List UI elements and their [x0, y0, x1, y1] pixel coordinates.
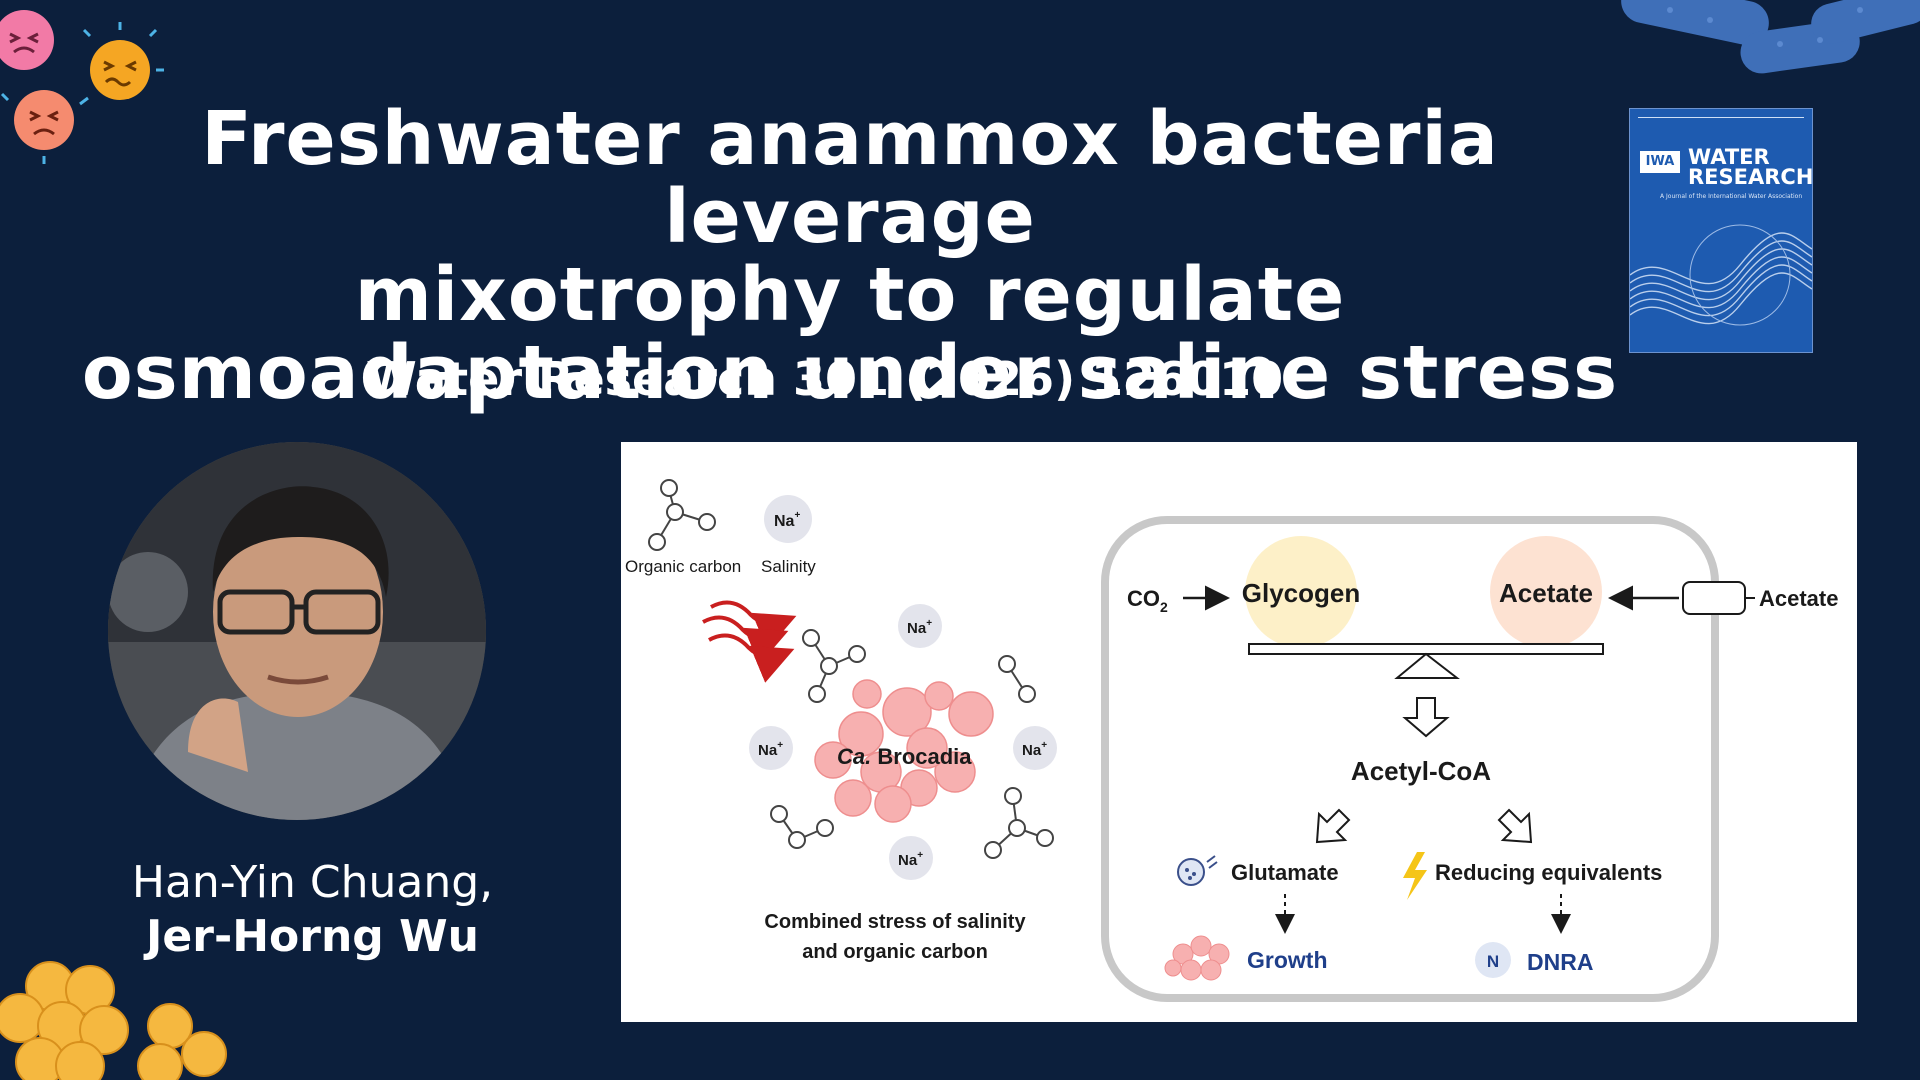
- brocadia-cell-cluster-icon: [814, 679, 994, 823]
- nitrogen-badge-icon: N: [1475, 942, 1511, 978]
- acetate-bubble: [1490, 536, 1602, 648]
- acetate-inside-label: Acetate: [1499, 578, 1593, 608]
- author-first: Han-Yin Chuang,: [131, 857, 494, 908]
- reducing-equivalents-label: Reducing equivalents: [1435, 860, 1662, 885]
- page-title: Freshwater anammox bacteria leverage mix…: [80, 100, 1620, 412]
- coral-bacteria-face-icon: [0, 90, 89, 164]
- stress-caption-line-1: Combined stress of salinity: [764, 911, 1026, 933]
- cover-divider: [1638, 117, 1804, 118]
- cover-name-line-1: WATER: [1688, 145, 1770, 169]
- acetate-transporter-icon: [1682, 581, 1746, 615]
- svg-text:N: N: [1487, 952, 1499, 971]
- journal-cover-image: IWA WATER RESEARCH A Journal of the Inte…: [1629, 108, 1813, 353]
- branch-arrow-left-icon: [1315, 808, 1351, 844]
- orange-bacteria-face-icon: [82, 22, 164, 100]
- journal-citation: Water Research 301 (2026) 126010: [366, 352, 1284, 406]
- cover-name-line-2: RESEARCH: [1688, 165, 1813, 189]
- stress-arrows-icon: [702, 600, 797, 683]
- glutamate-label: Glutamate: [1231, 860, 1339, 885]
- organism-name: Ca. Brocadia: [837, 744, 972, 769]
- growth-label: Growth: [1247, 947, 1328, 973]
- author-portrait-graphic: [108, 442, 486, 820]
- bacteria-decoration-top-right: [1621, 0, 1920, 74]
- salinity-label: Salinity: [761, 557, 816, 576]
- svg-text:Na+: Na+: [758, 740, 783, 759]
- coccus-cluster-icon: [0, 961, 227, 1080]
- cover-wave-graphic: [1630, 224, 1812, 326]
- svg-text:Na+: Na+: [1022, 740, 1047, 759]
- organic-carbon-molecule-icon: [770, 805, 834, 849]
- rod-bacteria-icon: [1621, 0, 1920, 74]
- co2-label: CO2: [1127, 586, 1168, 615]
- na-ion-icon: Na+: [1013, 726, 1057, 770]
- organic-carbon-molecule-icon: [984, 787, 1054, 859]
- balance-fulcrum-icon: [1394, 652, 1460, 679]
- cover-journal-name: WATER RESEARCH: [1688, 145, 1813, 189]
- na-ion-icon: Na+: [889, 836, 933, 880]
- balance-beam-icon: [1248, 643, 1604, 655]
- down-arrow-icon: [1402, 697, 1450, 738]
- dnra-label: DNRA: [1527, 949, 1593, 975]
- svg-text:Na+: Na+: [898, 850, 923, 869]
- author-second: Jer-Horng Wu: [146, 911, 479, 962]
- branch-arrow-right-icon: [1497, 808, 1533, 844]
- na-ion-icon: Na+: [749, 726, 793, 770]
- title-line-1: Freshwater anammox bacteria leverage: [201, 96, 1499, 260]
- na-ion-icon: Na+: [898, 604, 942, 648]
- lightning-icon: [1403, 852, 1427, 900]
- pink-bacteria-face-icon: [0, 10, 54, 70]
- organic-carbon-molecule-icon: [998, 655, 1036, 703]
- growth-cells-icon: [1164, 935, 1230, 981]
- bacteria-decoration-bottom-left: [0, 961, 227, 1080]
- bacteria-decoration-top-left: [0, 10, 164, 164]
- glycogen-label: Glycogen: [1242, 578, 1360, 608]
- acetyl-coa-label: Acetyl-CoA: [1351, 756, 1491, 786]
- graphical-abstract-svg: Organic carbon Na+ Salinity: [625, 479, 1838, 1002]
- glutamate-icon: [1177, 855, 1218, 886]
- acetate-outside-label: Acetate: [1759, 586, 1838, 611]
- author-names: Han-Yin Chuang, Jer-Horng Wu: [80, 856, 545, 964]
- svg-text:Na+: Na+: [907, 618, 932, 637]
- title-line-3: osmoadaptation under saline stress: [81, 330, 1619, 416]
- organic-carbon-molecule-icon: [802, 629, 866, 703]
- title-line-2: mixotrophy to regulate: [354, 252, 1346, 338]
- stress-caption-line-2: and organic carbon: [802, 941, 988, 963]
- salinity-na-ion-icon: Na+: [764, 495, 812, 543]
- cover-subtitle: A Journal of the International Water Ass…: [1660, 193, 1803, 200]
- glycogen-bubble: [1245, 536, 1357, 648]
- svg-text:Na+: Na+: [774, 510, 800, 530]
- organic-carbon-molecule-icon: [648, 479, 716, 551]
- author-photo: [108, 442, 486, 820]
- cover-brand-logo: IWA: [1640, 151, 1680, 173]
- graphical-abstract: Organic carbon Na+ Salinity: [621, 442, 1857, 1022]
- organic-carbon-label: Organic carbon: [625, 557, 741, 576]
